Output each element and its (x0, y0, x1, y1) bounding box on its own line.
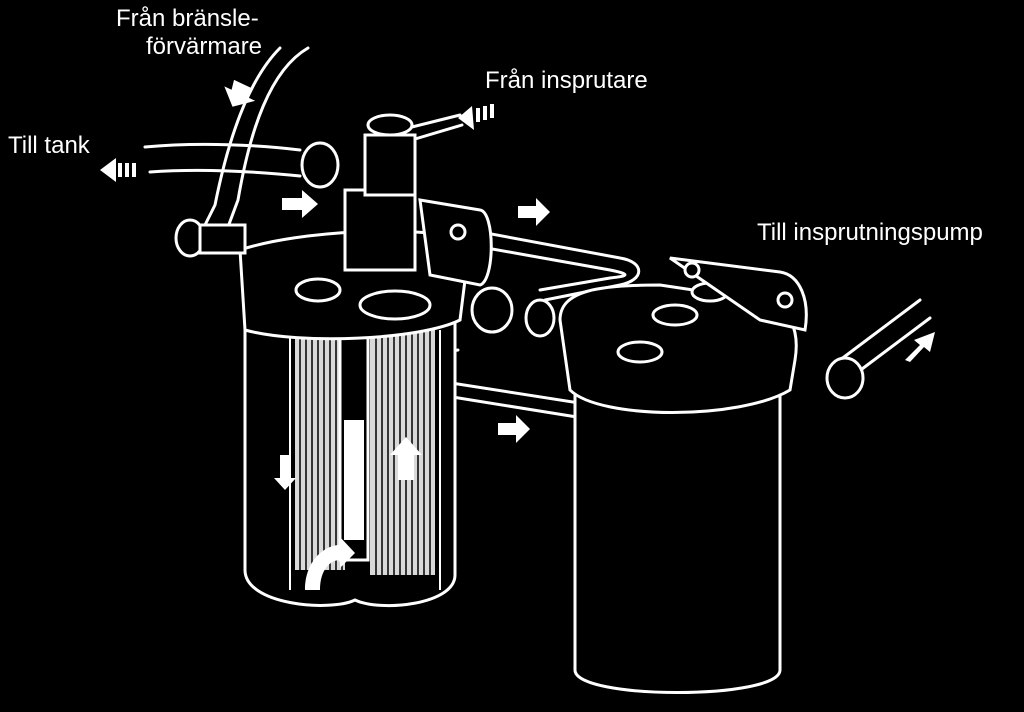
arrow-to-pump (905, 332, 935, 362)
arrow-into-filter (282, 190, 318, 218)
arrow-crossover (518, 198, 550, 226)
crossover-pipe (468, 228, 641, 302)
right-filter (524, 256, 865, 694)
arrow-up-curved (305, 537, 355, 590)
pipe-to-pump (838, 298, 932, 380)
flow-arrows (100, 79, 935, 590)
arrow-down-element (274, 455, 296, 490)
label-from-heater-line2: förvärmare (146, 33, 263, 60)
arrow-from-injector-dashed (458, 104, 494, 130)
hose-from-heater (198, 46, 310, 237)
arrow-to-tank-dashed (100, 158, 136, 182)
arrow-lower-pipe (498, 415, 530, 443)
label-from-injector: Från insprutare (485, 67, 648, 94)
arrow-down-from-heater (224, 79, 256, 107)
label-from-heater-line1: Från bränsle- (116, 5, 259, 32)
hose-to-tank (143, 142, 302, 178)
arrow-up-element (390, 437, 422, 480)
left-filter (174, 113, 514, 608)
label-to-injection-pump: Till insprutningspump (757, 219, 983, 246)
label-to-tank: Till tank (8, 132, 90, 159)
